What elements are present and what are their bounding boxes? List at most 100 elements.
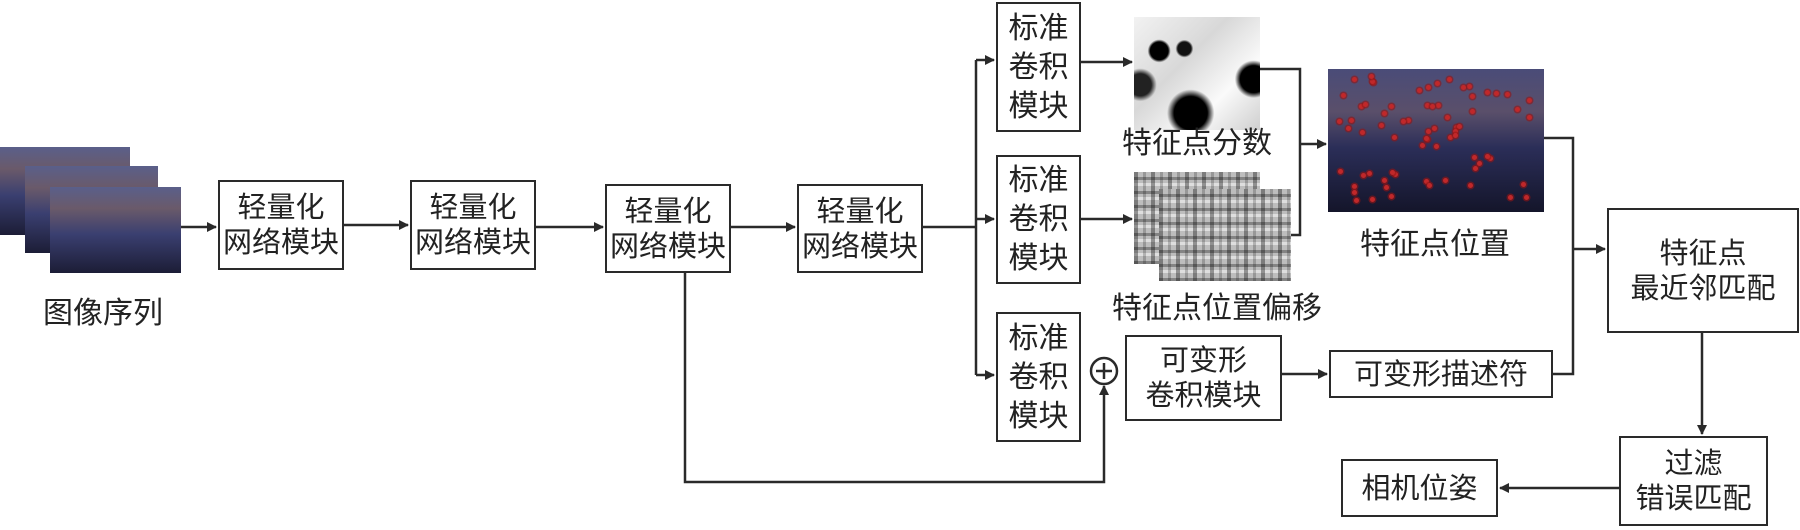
block-text: 特征点 <box>1659 235 1747 270</box>
block-text: 轻量化 <box>237 190 325 225</box>
block-text: 最近邻匹配 <box>1630 270 1776 305</box>
block-text: 网络模块 <box>801 228 918 263</box>
keypoint-dot <box>1467 83 1473 89</box>
keypoint-dot <box>1473 166 1479 172</box>
block-text: 网络模块 <box>609 228 726 263</box>
block-text: 轻量化 <box>624 193 712 228</box>
keypoint-dot <box>1382 111 1388 116</box>
keypoint-dot <box>1507 195 1513 201</box>
keypoint-dot <box>1351 189 1357 195</box>
keypoint-dot <box>1368 74 1374 80</box>
filter-block: 过滤错误匹配 <box>1619 436 1768 526</box>
keypoint-dot <box>1425 103 1431 109</box>
keypoint-dot <box>1352 76 1358 82</box>
keypoint-dot <box>1360 129 1366 135</box>
keypoint-dot <box>1369 78 1375 84</box>
merge-line <box>1260 67 1302 237</box>
skip-connection <box>683 273 1109 484</box>
block-text: 网络模块 <box>414 225 531 259</box>
backbone-block-1: 轻量化网络模块 <box>218 180 344 270</box>
block-text: 模块 <box>1008 398 1069 434</box>
keypoint-dot <box>1359 104 1365 110</box>
block-text: 可变形 <box>1159 343 1247 378</box>
block-text: 标准 <box>1008 163 1069 198</box>
keypoint-dot <box>1340 93 1346 99</box>
backbone-block-4: 轻量化网络模块 <box>797 184 923 273</box>
keypoint-dot <box>1423 178 1429 184</box>
input-frame-3 <box>50 187 181 273</box>
keypoint-dot <box>1427 183 1433 189</box>
keypoint-dot <box>1434 80 1440 86</box>
keypoint-dot <box>1504 92 1510 98</box>
camera-pose-block: 相机位姿 <box>1341 459 1498 517</box>
block-text: 可变形描述符 <box>1353 356 1528 391</box>
score-label: 特征点分数 <box>1122 126 1272 161</box>
keypoint-dot <box>1366 170 1372 176</box>
keypoint-dot <box>1406 117 1412 123</box>
offset-label: 特征点位置偏移 <box>1112 291 1322 326</box>
keypoint-positions-image <box>1328 69 1544 212</box>
keypoint-dot <box>1390 169 1396 175</box>
keypoint-dot <box>1453 132 1459 138</box>
keypoint-dot <box>1434 144 1440 150</box>
keypoint-dot <box>1392 171 1398 177</box>
block-text: 卷积 <box>1008 49 1069 85</box>
keypoint-dot <box>1337 168 1343 174</box>
keypoint-dot <box>1388 103 1394 109</box>
std-conv-block-score: 标准卷积模块 <box>996 2 1081 132</box>
keypoint-dot <box>1353 197 1359 203</box>
keypoint-dot <box>1430 103 1436 109</box>
std-conv-block-offset: 标准卷积模块 <box>996 155 1081 284</box>
keypoint-dot <box>1423 135 1429 141</box>
keypoint-dot <box>1435 103 1441 109</box>
keypoint-dot <box>1446 77 1452 82</box>
keypoint-dot <box>1515 107 1521 113</box>
keypoint-dot <box>1345 125 1351 131</box>
keypoint-dot <box>1521 181 1527 187</box>
block-text: 标准 <box>1008 320 1069 356</box>
keypoint-dot <box>1445 115 1451 121</box>
keypoint-dot <box>1370 197 1376 203</box>
keypoint-dot <box>1431 125 1437 131</box>
keypoint-dot <box>1361 173 1367 179</box>
keypoint-dot <box>1448 134 1454 140</box>
backbone-block-2: 轻量化网络模块 <box>410 180 536 270</box>
block-text: 模块 <box>1008 88 1069 124</box>
keypoint-dot <box>1348 118 1354 124</box>
block-text: 相机位姿 <box>1361 470 1478 505</box>
keypoint-dot <box>1523 195 1529 201</box>
keypoint-dot <box>1487 155 1493 161</box>
nn-matching-block: 特征点最近邻匹配 <box>1607 208 1799 333</box>
keypoint-dot <box>1419 142 1425 148</box>
keypoint-dot <box>1453 125 1459 131</box>
keypoint-dot <box>1426 85 1432 91</box>
input-label: 图像序列 <box>43 296 163 331</box>
keypoint-dot <box>1456 124 1462 130</box>
keypoint-dot <box>1484 90 1490 96</box>
block-text: 卷积 <box>1008 359 1069 395</box>
keypoint-dot <box>1416 87 1422 93</box>
block-text: 标准 <box>1008 10 1069 46</box>
keypoint-dot <box>1363 101 1369 107</box>
std-conv-block-descriptor: 标准卷积模块 <box>996 312 1081 442</box>
keypoint-dot <box>1337 118 1343 124</box>
descriptor-block: 可变形描述符 <box>1329 350 1553 398</box>
keypoint-dot <box>1389 193 1395 199</box>
offset-map-image-2 <box>1159 189 1291 281</box>
keypoint-dot <box>1400 118 1406 124</box>
score-map-image <box>1134 17 1260 130</box>
keypoint-dot <box>1383 184 1389 190</box>
keypoint-dot <box>1527 114 1533 120</box>
keypoint-dot <box>1470 109 1476 115</box>
backbone-block-3: 轻量化网络模块 <box>605 184 731 273</box>
keypoint-dot <box>1460 84 1466 90</box>
block-text: 网络模块 <box>222 225 339 259</box>
keypoint-dot <box>1453 129 1459 135</box>
positions-label: 特征点位置 <box>1360 227 1510 262</box>
keypoint-dot <box>1391 135 1397 141</box>
keypoint-dot <box>1472 154 1478 160</box>
block-text: 错误匹配 <box>1635 481 1752 515</box>
block-text: 卷积模块 <box>1145 378 1262 412</box>
deformable-conv-block: 可变形卷积模块 <box>1125 335 1282 421</box>
